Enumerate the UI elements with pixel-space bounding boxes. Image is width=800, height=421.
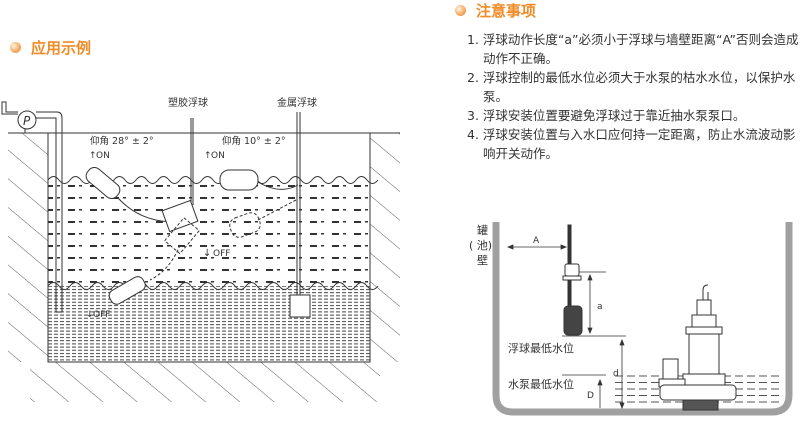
water-lower [48, 286, 370, 362]
wall-label: 罐 [477, 224, 488, 237]
notes-heading: 注意事项 [455, 0, 536, 21]
arrow-down-icon: ↓ [203, 248, 211, 259]
bullet-icon [10, 42, 21, 53]
level-float [562, 224, 583, 336]
pump-pipe [1, 101, 63, 313]
arrow-up-icon: ↑ [204, 151, 212, 161]
label-a: a [597, 302, 603, 312]
wall-label: ( 池) [469, 239, 492, 252]
plastic-float-label: 塑胶浮球 [168, 96, 208, 109]
angle-metal-label: 仰角 10° ± 2° [222, 135, 286, 147]
arrow-up-icon: ↑ [89, 151, 97, 161]
off-label: OFF [93, 310, 110, 320]
wall-label: 壁 [477, 253, 488, 267]
metal-float [219, 112, 311, 318]
pump-min-level-label: 水泵最低水位 [508, 377, 574, 391]
application-diagram: P 塑胶浮球 金属浮球 仰角 28° ± 2° 仰角 10° ± 2° ↑ ON… [1, 96, 400, 402]
angle-plastic-label: 仰角 28° ± 2° [90, 135, 154, 147]
note-item: 3. 浮球安装位置要避免浮球过于靠近抽水泵泵口。 [467, 108, 746, 123]
right-wall [370, 133, 400, 362]
tank-wall [492, 222, 793, 416]
left-wall [8, 133, 48, 362]
notes-title: 注意事项 [476, 2, 537, 20]
water-upper [48, 184, 370, 284]
note-item: 2. 浮球控制的最低水位必须大于水泵的枯水水位，以保护水泵。 [467, 70, 796, 104]
on-label: ON [211, 151, 225, 161]
pump-label: P [23, 114, 31, 128]
label-A: A [533, 236, 540, 246]
off-label: OFF [213, 249, 230, 259]
label-d: d [613, 369, 619, 379]
submersible-pump [658, 284, 737, 411]
notes-list: 1. 浮球动作长度“a”必须小于浮球与墙壁距离“A”否则会造成动作不正确。 2.… [467, 30, 800, 163]
arrow-down-icon: ↓ [86, 310, 94, 320]
plastic-float [85, 118, 200, 305]
application-title: 应用示例 [31, 39, 92, 57]
application-heading: 应用示例 [10, 37, 91, 58]
tank-floor [30, 362, 380, 402]
water-surface-low [47, 282, 379, 290]
note-item: 1. 浮球动作长度“a”必须小于浮球与墙壁距离“A”否则会造成动作不正确。 [467, 32, 799, 66]
bullet-icon [455, 5, 466, 16]
on-label: ON [96, 151, 110, 161]
metal-float-label: 金属浮球 [277, 96, 317, 109]
float-min-level-label: 浮球最低水位 [508, 341, 574, 355]
note-item: 4. 浮球安装位置与入水口应何持一定距离，防止水流波动影响开关动作。 [467, 127, 796, 161]
installation-diagram: 罐 ( 池) 壁 A a d D 浮球最低水位 水泵最低水位 [469, 222, 793, 416]
label-D: D [587, 391, 594, 401]
pump-icon [17, 110, 37, 130]
